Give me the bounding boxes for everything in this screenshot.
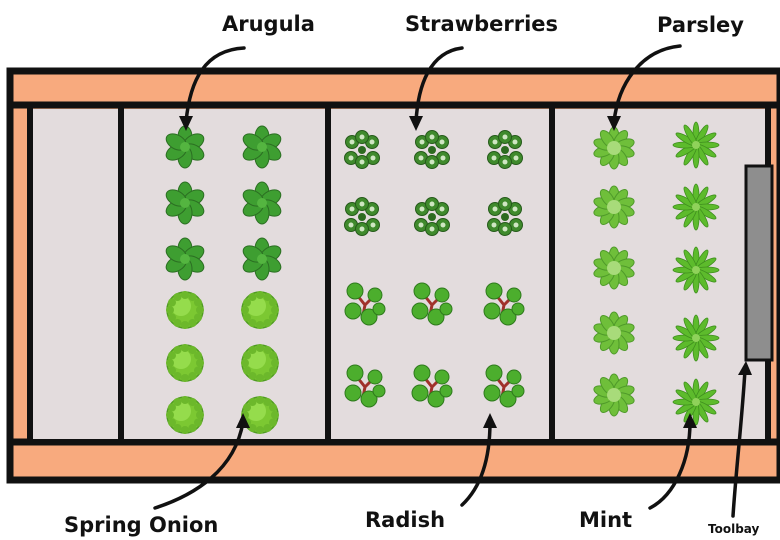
arrow-spring-onion <box>153 420 245 510</box>
radish-plant-icon <box>411 282 453 326</box>
arugula-plant-icon <box>242 181 282 225</box>
arrowhead <box>236 413 250 428</box>
strawberry-plant-icon <box>344 130 380 169</box>
strawberry-plant-icon <box>487 197 523 236</box>
label-arugula: Arugula <box>222 12 315 36</box>
strawberry-plant-icon <box>344 197 380 236</box>
label-mint: Mint <box>579 508 632 532</box>
spring-onion-plant-icon <box>166 291 204 329</box>
radish-plant-icon <box>411 364 453 408</box>
label-parsley: Parsley <box>657 13 744 37</box>
label-radish: Radish <box>365 508 445 532</box>
arugula-plant-icon <box>165 181 205 225</box>
arrow-radish <box>460 420 492 507</box>
strawberry-plant-icon <box>414 130 450 169</box>
mint-plant-icon <box>672 121 720 169</box>
mint-plant-icon <box>672 183 720 231</box>
mint-plant-icon <box>672 314 720 362</box>
parsley-plant-icon <box>593 311 635 355</box>
radish-plant-icon <box>344 364 386 408</box>
label-strawberries: Strawberries <box>405 12 558 36</box>
bed-section-parsley-mint <box>555 109 765 439</box>
strawberry-plant-icon <box>487 130 523 169</box>
spring-onion-plant-icon <box>241 291 279 329</box>
arrowhead <box>409 116 423 131</box>
arrow-arugula <box>184 46 246 124</box>
spring-onion-plant-icon <box>166 396 204 434</box>
arugula-plant-icon <box>165 237 205 281</box>
mint-plant-icon <box>672 246 720 294</box>
arugula-plant-icon <box>165 125 205 169</box>
strawberry-plant-icon <box>414 197 450 236</box>
parsley-plant-icon <box>593 373 635 417</box>
arrow-strawberries <box>414 46 464 124</box>
toolbay <box>744 164 774 362</box>
arrow-mint <box>648 420 692 510</box>
radish-plant-icon <box>344 282 386 326</box>
arrow-toolbay <box>731 368 747 518</box>
bed-section-arugula-onion <box>124 109 326 439</box>
parsley-plant-icon <box>593 246 635 290</box>
bed-section-empty <box>33 109 119 439</box>
arugula-plant-icon <box>242 125 282 169</box>
arugula-plant-icon <box>242 237 282 281</box>
radish-plant-icon <box>483 364 525 408</box>
plants-layer <box>165 121 720 434</box>
spring-onion-plant-icon <box>241 396 279 434</box>
label-toolbay: Toolbay <box>708 522 760 536</box>
parsley-plant-icon <box>593 126 635 170</box>
arrowhead <box>483 413 497 428</box>
arrowhead <box>179 116 193 131</box>
arrow-parsley <box>612 44 682 124</box>
arrowhead <box>607 116 621 131</box>
spring-onion-plant-icon <box>241 344 279 382</box>
mint-plant-icon <box>672 378 720 426</box>
arrowhead <box>683 413 697 428</box>
spring-onion-plant-icon <box>166 344 204 382</box>
parsley-plant-icon <box>593 185 635 229</box>
label-spring-onion: Spring Onion <box>64 513 218 537</box>
radish-plant-icon <box>483 282 525 326</box>
arrowhead <box>738 361 752 375</box>
